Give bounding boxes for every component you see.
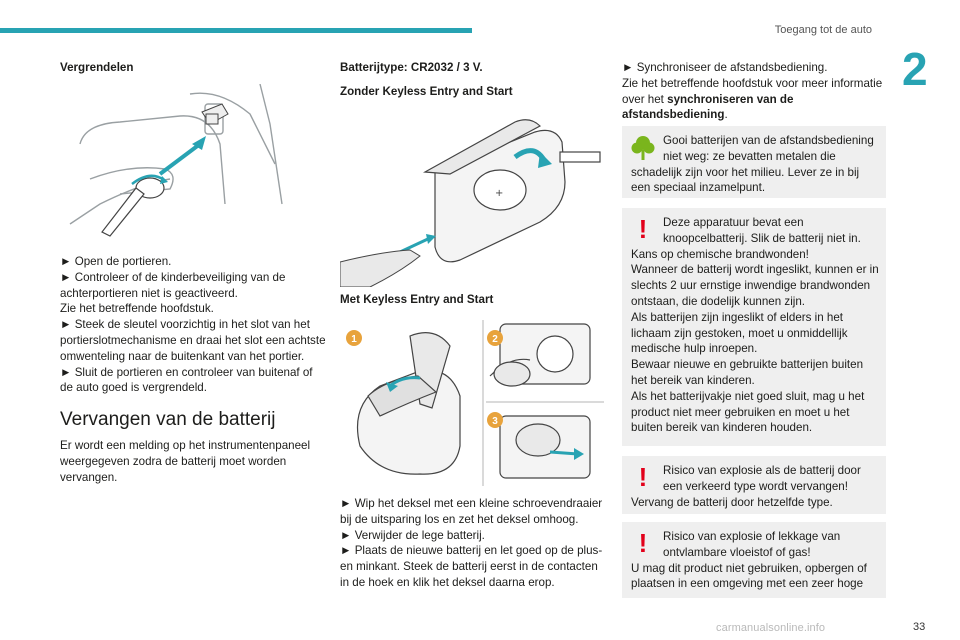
page-number: 33	[913, 621, 926, 633]
locking-heading: Vergrendelen	[60, 61, 134, 74]
step-badge-3: 3	[492, 416, 498, 427]
locking-steps: ► Open de portieren. ► Controleer of de …	[60, 254, 328, 396]
with-keyless-heading: Met Keyless Entry and Start	[340, 293, 494, 306]
environment-notice: Gooi batterijen van de afstandsbediening…	[622, 126, 886, 198]
with-keyless-block: Met Keyless Entry and Start	[340, 292, 608, 308]
step-badge-1: 1	[351, 334, 357, 345]
step-open-cover: ► Wip het deksel met een kleine schroeve…	[340, 497, 603, 526]
step-see-chapter: Zie het betreffende hoofdstuk.	[60, 302, 214, 316]
battery-type-block: Batterijtype: CR2032 / 3 V. Zonder Keyle…	[340, 60, 608, 100]
step-insert-key: ► Steek de sleutel voorzichtig in het sl…	[60, 318, 326, 363]
step-close-doors: ► Sluit de portieren en controleer van b…	[60, 365, 313, 395]
warning-paragraph: U mag dit product niet gebruiken, opberg…	[631, 561, 867, 591]
header-accent-bar	[0, 28, 472, 33]
sync-step: ► Synchroniseer de afstandsbediening.	[622, 61, 828, 74]
leak-warning: ! Risico van explosie of lekkage van ont…	[622, 522, 886, 598]
battery-type: Batterijtype: CR2032 / 3 V.	[340, 61, 483, 74]
warning-paragraph: Risico van explosie of lekkage van ontvl…	[663, 530, 841, 559]
step-insert-battery: ► Plaats de nieuwe batterij en let goed …	[340, 544, 603, 589]
warning-paragraph: Wanneer de batterij wordt ingeslikt, kun…	[631, 263, 879, 308]
sync-reference: Zie het betreffende hoofdstuk voor meer …	[622, 76, 883, 122]
watermark: carmanualsonline.info	[716, 622, 826, 634]
environment-notice-text: Gooi batterijen van de afstandsbediening…	[631, 134, 874, 195]
explosion-warning: ! Risico van explosie als de batterij do…	[622, 456, 886, 514]
battery-section: Vervangen van de batterij Er wordt een m…	[60, 408, 328, 485]
tree-icon	[631, 136, 655, 160]
sync-reference-bold: synchroniseren van de afstandsbediening	[622, 92, 794, 122]
without-keyless-heading: Zonder Keyless Entry and Start	[340, 84, 513, 98]
section-title: Vervangen van de batterij	[60, 409, 276, 430]
step-remove-battery: ► Verwijder de lege batterij.	[340, 528, 485, 542]
svg-text:+: +	[495, 188, 503, 199]
warning-paragraph: Deze apparatuur bevat een knoopcelbatter…	[631, 216, 861, 261]
keyless-battery-illustration: 1 2 3	[346, 320, 604, 486]
warning-icon: !	[638, 462, 648, 492]
warning-paragraph: Als het batterijvakje niet goed sluit, m…	[631, 389, 865, 435]
running-header: Toegang tot de auto	[774, 24, 872, 36]
warning-paragraph: Als batterijen zijn ingeslikt of elders …	[631, 310, 848, 356]
step-open-doors: ► Open de portieren.	[60, 255, 172, 268]
swallow-warning: ! Deze apparatuur bevat een knoopcelbatt…	[622, 208, 886, 446]
section-text: Er wordt een melding op het instrumenten…	[60, 439, 311, 484]
locking-heading-block: Vergrendelen	[60, 60, 328, 76]
step-check-child-lock: ► Controleer of de kinderbeveiliging van…	[60, 270, 286, 300]
remote-key-illustration: +	[340, 119, 601, 287]
warning-paragraph: Vervang de batterij door hetzelfde type.	[631, 495, 833, 509]
step-badge-2: 2	[492, 334, 498, 345]
keyless-steps: ► Wip het deksel met een kleine schroeve…	[340, 496, 608, 591]
warning-paragraph: Bewaar nieuwe en gebruikte batterijen bu…	[631, 358, 864, 387]
warning-icon: !	[638, 528, 648, 558]
door-lock-illustration	[69, 84, 283, 237]
sync-block: ► Synchroniseer de afstandsbediening. Zi…	[622, 60, 884, 123]
warning-icon: !	[638, 214, 648, 244]
warning-paragraph: Risico van explosie als de batterij door…	[663, 464, 861, 493]
chapter-number: 2	[902, 43, 928, 95]
